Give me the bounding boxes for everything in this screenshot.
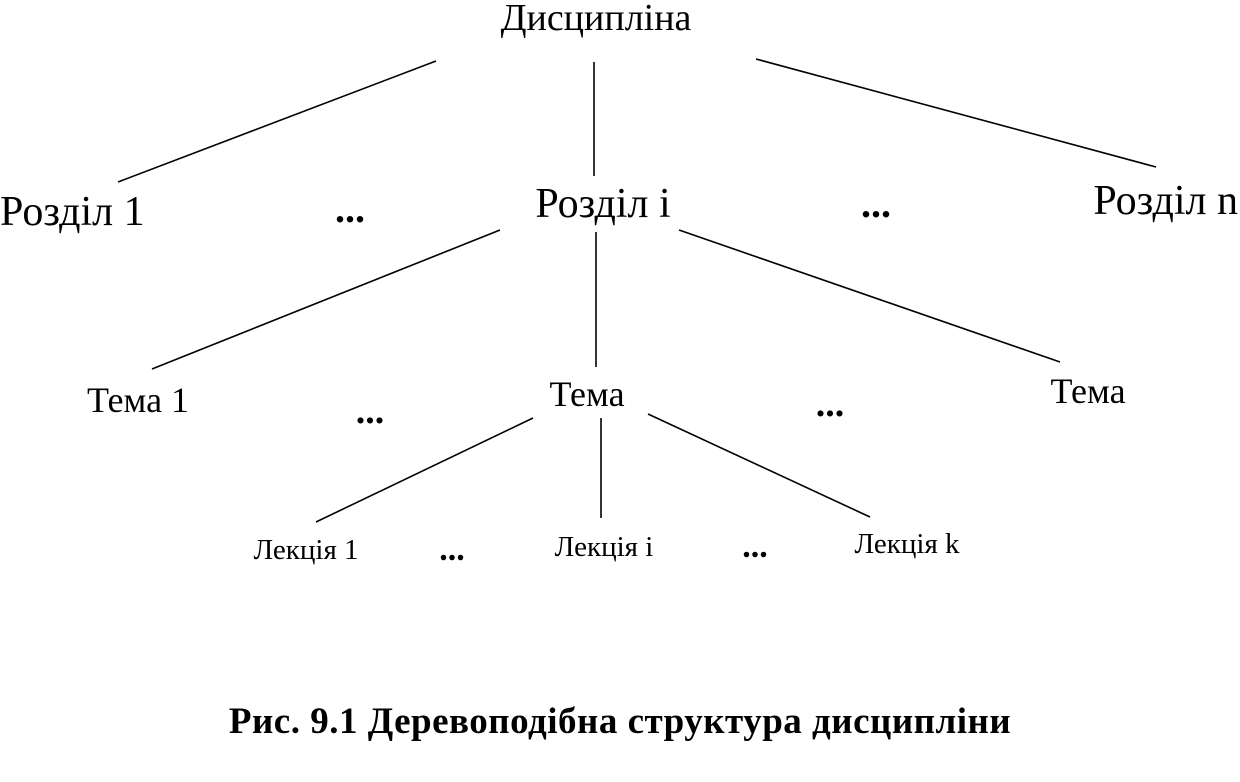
edge-section-i-topic-1 <box>151 229 501 370</box>
figure-caption: Рис. 9.1 Деревоподібна структура дисципл… <box>228 701 1012 742</box>
ellipsis-sections-right: ... <box>861 181 891 226</box>
node-topic-mid: Тема <box>549 374 624 414</box>
edge-root-section-1 <box>117 60 437 183</box>
ellipsis-topics-left: ... <box>356 390 385 432</box>
edge-topic-lecture-k <box>647 413 871 518</box>
node-lecture-k: Лекція k <box>854 528 960 560</box>
node-lecture-1: Лекція 1 <box>253 534 358 566</box>
edge-section-i-topic-right <box>678 229 1061 363</box>
ellipsis-sections-left: ... <box>335 186 365 231</box>
node-section-1: Розділ 1 <box>0 189 145 235</box>
edge-root-section-n <box>755 58 1157 168</box>
node-lecture-i: Лекція і <box>555 531 654 563</box>
node-section-i: Розділ і <box>535 181 670 227</box>
ellipsis-lectures-right: ... <box>742 528 768 565</box>
edge-topic-lecture-1 <box>315 417 534 523</box>
node-topic-right: Тема <box>1050 371 1125 411</box>
ellipsis-topics-right: ... <box>816 383 845 425</box>
ellipsis-lectures-left: ... <box>439 531 465 568</box>
node-topic-1: Тема 1 <box>87 380 189 420</box>
node-discipline: Дисципліна <box>501 0 692 39</box>
node-section-n: Розділ n <box>1093 178 1238 224</box>
